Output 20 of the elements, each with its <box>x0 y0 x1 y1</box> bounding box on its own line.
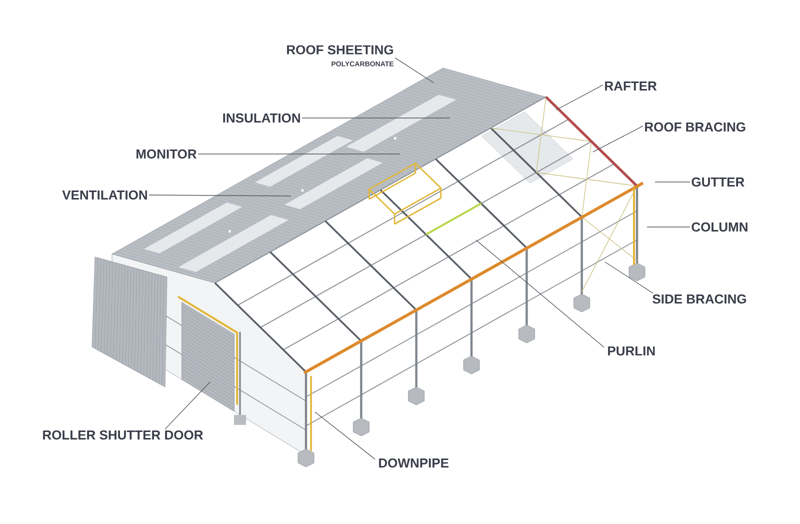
leader-line <box>164 382 210 430</box>
leader-line <box>604 262 654 294</box>
leader-line <box>556 84 604 110</box>
leader-line <box>394 57 434 84</box>
part-label: COLUMN <box>692 222 748 232</box>
part-label: RAFTER <box>605 82 657 90</box>
part-label: INSULATION <box>223 113 300 123</box>
leader-line <box>646 226 690 228</box>
part-label: DOWNPIPE <box>379 458 448 468</box>
part-label: PURLIN <box>608 346 655 356</box>
part-label: MONITOR <box>136 149 197 159</box>
part-label: SIDE BRACING <box>652 294 746 304</box>
part-label: ROLLER SHUTTER DOOR <box>43 430 203 440</box>
leader-line <box>476 240 604 348</box>
leader-line <box>314 412 376 460</box>
leader-line <box>592 126 644 152</box>
part-label: ROOF BRACING <box>645 122 746 132</box>
part-label: VENTILATION <box>62 190 147 200</box>
part-label: GUTTER <box>692 177 744 187</box>
leader-line <box>148 194 292 196</box>
